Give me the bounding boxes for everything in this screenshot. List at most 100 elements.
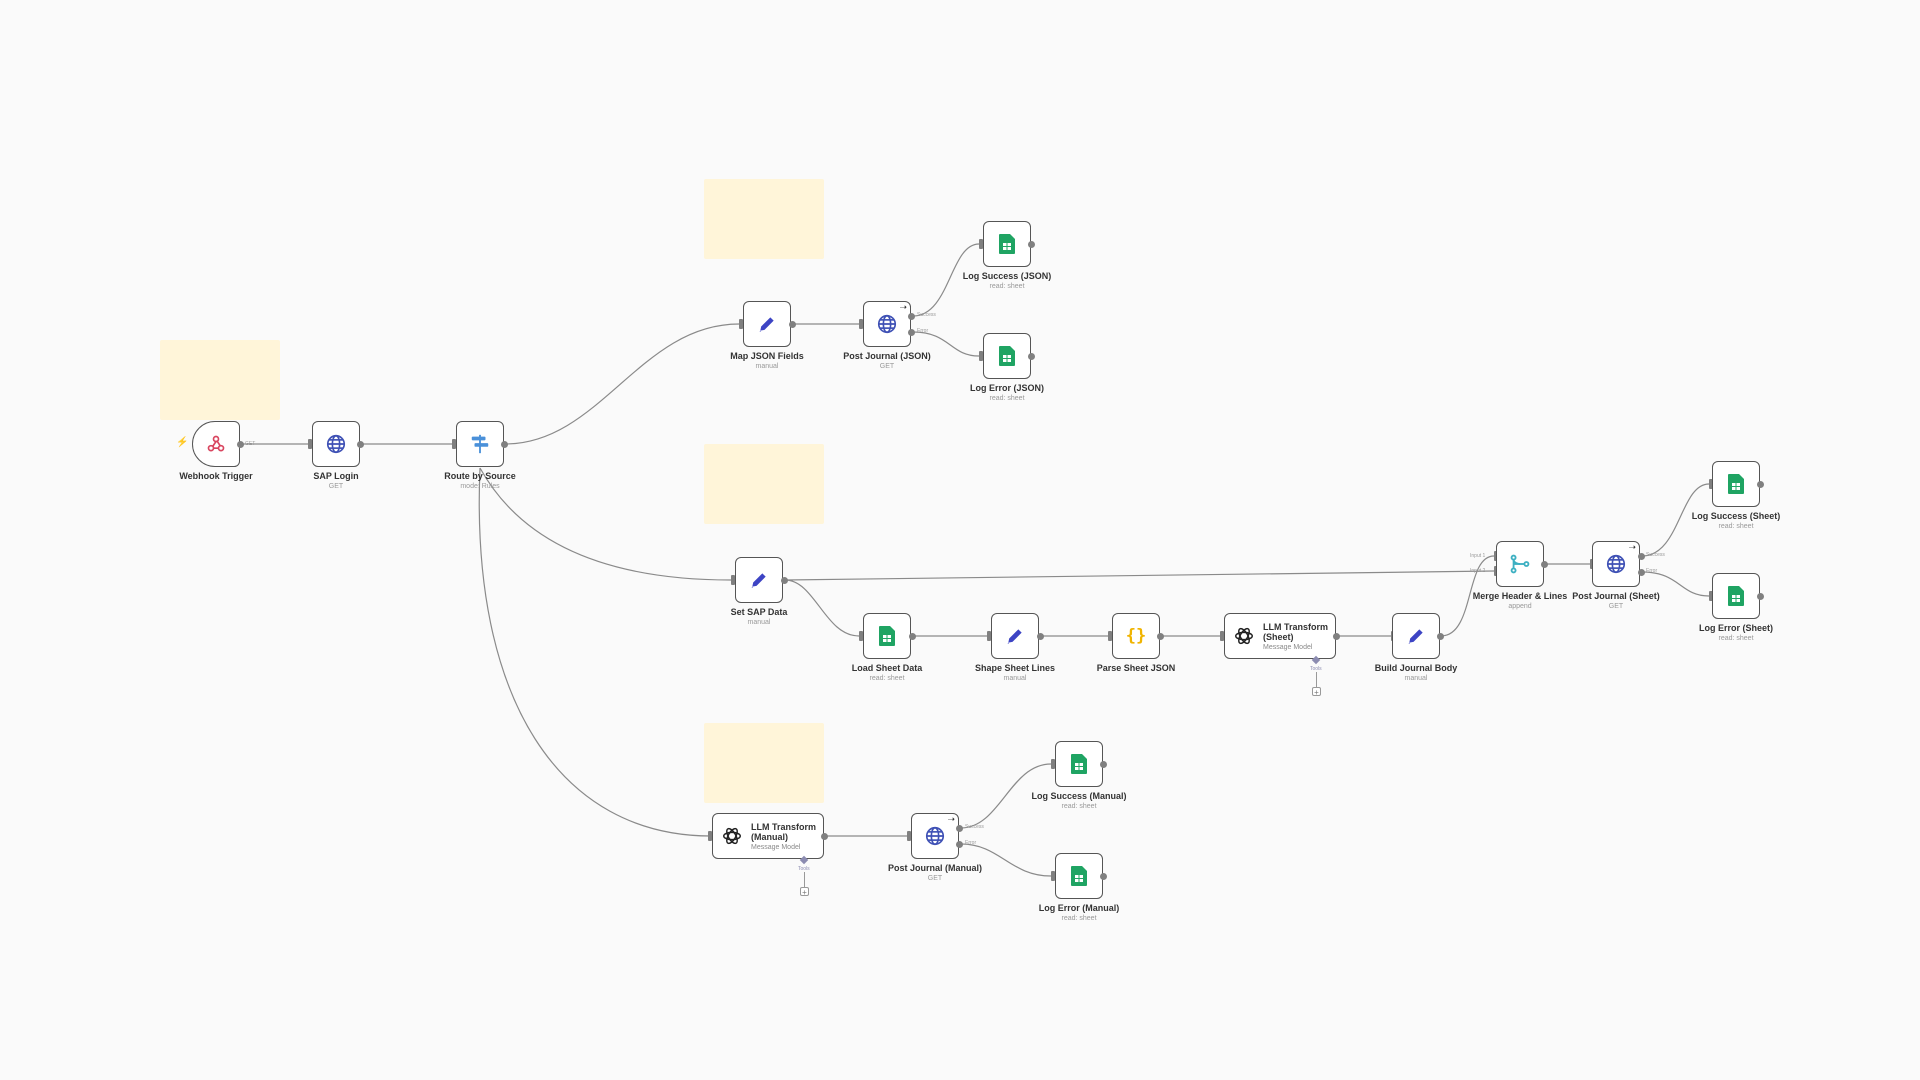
input-port[interactable] <box>308 439 312 449</box>
node-log-error-sheet[interactable] <box>1712 573 1760 619</box>
node-log-success-json[interactable] <box>983 221 1031 267</box>
input-port[interactable] <box>1051 871 1055 881</box>
node-post-journal-json[interactable]: ➝ <box>863 301 911 347</box>
input-port[interactable] <box>907 831 911 841</box>
sticky-note[interactable] <box>704 723 824 803</box>
output-port[interactable] <box>1437 633 1444 640</box>
node-merge-header-lines[interactable] <box>1496 541 1544 587</box>
node-log-success-manual[interactable] <box>1055 741 1103 787</box>
output-port[interactable] <box>1100 761 1107 768</box>
output-port[interactable] <box>781 577 788 584</box>
node-label: Shape Sheet Lines <box>974 663 1056 673</box>
output-port[interactable] <box>1757 481 1764 488</box>
output-port[interactable] <box>357 441 364 448</box>
node-label: Log Error (Sheet) <box>1698 623 1773 633</box>
node-subtitle: mode: Rules <box>460 483 500 490</box>
output-port[interactable] <box>789 321 796 328</box>
node-shape-sheet-lines[interactable] <box>991 613 1039 659</box>
input-port[interactable] <box>1051 759 1055 769</box>
node-sap-login[interactable] <box>312 421 360 467</box>
input-port[interactable] <box>859 631 863 641</box>
input-port[interactable] <box>708 831 712 841</box>
error-port[interactable] <box>908 329 915 336</box>
success-port[interactable] <box>908 313 915 320</box>
sticky-note[interactable] <box>704 179 824 259</box>
sticky-note[interactable] <box>160 340 280 420</box>
error-port[interactable] <box>956 841 963 848</box>
openai-icon <box>723 827 741 845</box>
error-port[interactable] <box>1638 569 1645 576</box>
node-subtitle: append <box>1508 603 1532 610</box>
output-port[interactable] <box>1100 873 1107 880</box>
node-label: Post Journal (Sheet) <box>1572 591 1660 601</box>
pencil-icon <box>751 573 766 588</box>
node-webhook-trigger[interactable] <box>192 421 240 467</box>
node-subtitle: GET <box>1608 603 1624 610</box>
node-label: Log Success (JSON) <box>962 271 1052 281</box>
input-port[interactable] <box>987 631 991 641</box>
node-subtitle: GET <box>328 483 344 490</box>
output-port[interactable] <box>1037 633 1044 640</box>
output-port[interactable] <box>1028 241 1035 248</box>
pencil-icon <box>1007 629 1022 644</box>
add-tool-button[interactable]: + <box>1312 687 1321 697</box>
output-port[interactable] <box>1541 561 1548 568</box>
output-port[interactable] <box>1757 593 1764 600</box>
edge-route-llmmanual <box>478 467 712 837</box>
openai-icon <box>1235 627 1253 645</box>
input-port[interactable] <box>1220 631 1224 641</box>
input-port[interactable] <box>739 319 743 329</box>
node-subtitle: read: sheet <box>1061 803 1097 810</box>
edge-route-mapjson <box>504 323 740 445</box>
input-port[interactable] <box>979 351 983 361</box>
output-port[interactable] <box>1333 633 1340 640</box>
node-subtitle: manual <box>755 363 779 370</box>
output-port[interactable] <box>1028 353 1035 360</box>
port-label-error: Error <box>917 328 929 334</box>
trigger-bolt-icon: ⚡ <box>176 437 189 448</box>
input-port[interactable] <box>452 439 456 449</box>
output-port[interactable] <box>237 441 244 448</box>
add-tool-button[interactable]: + <box>800 887 809 897</box>
node-build-journal-body[interactable] <box>1392 613 1440 659</box>
node-load-sheet-data[interactable] <box>863 613 911 659</box>
node-log-error-json[interactable] <box>983 333 1031 379</box>
node-label-line2: (Manual) <box>751 831 788 842</box>
output-port[interactable] <box>821 833 828 840</box>
success-port[interactable] <box>1638 553 1645 560</box>
node-route-by-source[interactable] <box>456 421 504 467</box>
input-port[interactable] <box>1709 479 1713 489</box>
node-log-success-sheet[interactable] <box>1712 461 1760 507</box>
port-label-success: Success <box>917 312 936 318</box>
input-port[interactable] <box>979 239 983 249</box>
node-parse-sheet-json[interactable]: {} <box>1112 613 1160 659</box>
node-label-line2: (Sheet) <box>1263 631 1294 642</box>
success-port[interactable] <box>956 825 963 832</box>
sheets-icon <box>999 234 1015 254</box>
node-llm-transform-manual[interactable]: LLM Transform (Manual) Message Model <box>712 813 824 859</box>
input-port[interactable] <box>731 575 735 585</box>
output-port[interactable] <box>501 441 508 448</box>
input-port[interactable] <box>859 319 863 329</box>
node-map-json-fields[interactable] <box>743 301 791 347</box>
arrow-icon: ➝ <box>947 814 955 824</box>
node-llm-transform-sheet[interactable]: LLM Transform (Sheet) Message Model <box>1224 613 1336 659</box>
globe-icon <box>1606 554 1626 574</box>
node-post-journal-sheet[interactable]: ➝ <box>1592 541 1640 587</box>
node-subtitle: manual <box>1003 675 1027 682</box>
node-set-sap-data[interactable] <box>735 557 783 603</box>
node-subtitle: Message Model <box>751 843 801 851</box>
input-port[interactable] <box>1108 631 1112 641</box>
webhook-icon <box>207 435 225 452</box>
node-label: Merge Header & Lines <box>1472 591 1568 601</box>
node-log-error-manual[interactable] <box>1055 853 1103 899</box>
sticky-note[interactable] <box>704 444 824 524</box>
node-post-journal-manual[interactable]: ➝ <box>911 813 959 859</box>
input-port[interactable] <box>1709 591 1713 601</box>
output-port[interactable] <box>909 633 916 640</box>
node-subtitle: read: sheet <box>1061 915 1097 922</box>
output-port[interactable] <box>1157 633 1164 640</box>
globe-icon <box>877 314 897 334</box>
